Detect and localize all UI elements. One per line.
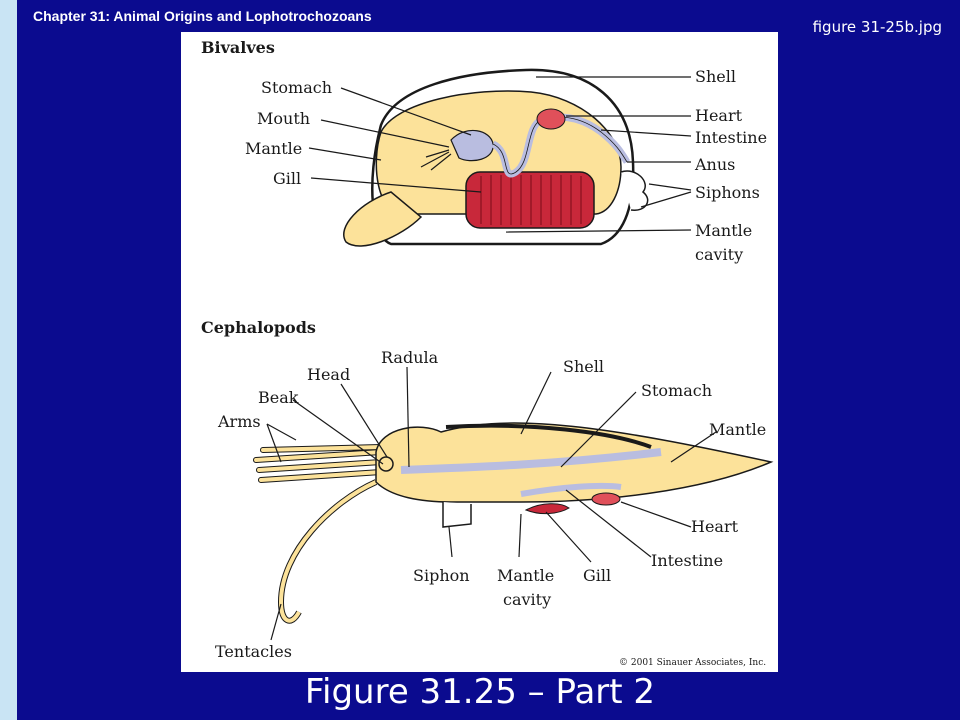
bivalve-label-mouth: Mouth — [257, 109, 310, 128]
file-name-label: figure 31-25b.jpg — [812, 18, 942, 36]
cephalopod-intestine — [520, 482, 622, 497]
bivalve-label-gill: Gill — [273, 169, 301, 188]
figure-panel: Bivalves Stomach Mouth Mantle Gill Shell… — [181, 32, 778, 672]
bivalve-gill-lamellae — [480, 175, 582, 225]
cephalopod-label-gill: Gill — [583, 566, 611, 585]
cephalopod-label-intestine: Intestine — [651, 551, 723, 570]
cephalopod-label-shell: Shell — [563, 357, 604, 376]
cephalopod-tentacle — [278, 480, 377, 623]
bivalve-illustration — [343, 68, 649, 247]
chapter-title: Chapter 31: Animal Origins and Lophotroc… — [33, 8, 372, 24]
cephalopod-shell — [445, 423, 652, 449]
cephalopod-label-arms: Arms — [217, 412, 261, 431]
bivalve-label-siphons: Siphons — [695, 183, 760, 202]
cephalopod-label-tentacles: Tentacles — [215, 642, 292, 661]
cephalopod-label-beak: Beak — [258, 388, 299, 407]
cephalopod-leader-lines — [266, 366, 717, 641]
bivalve-label-stomach: Stomach — [261, 78, 332, 97]
bivalve-label-mantle-cavity-line1: Mantle — [695, 221, 752, 240]
left-accent-strip — [0, 0, 17, 720]
cephalopod-label-mantle-cavity-line2: cavity — [503, 590, 551, 609]
bivalve-label-shell: Shell — [695, 67, 736, 86]
copyright-notice: © 2001 Sinauer Associates, Inc. — [619, 658, 766, 668]
bivalve-label-intestine: Intestine — [695, 128, 767, 147]
bivalve-leader-lines — [308, 76, 692, 233]
bivalve-siphons — [620, 170, 649, 211]
cephalopod-label-mantle: Mantle — [709, 420, 766, 439]
cephalopod-label-head: Head — [307, 365, 350, 384]
cephalopod-heart — [591, 492, 621, 506]
cephalopod-label-mantle-cavity-line1: Mantle — [497, 566, 554, 585]
bivalve-label-anus: Anus — [694, 155, 735, 174]
bivalve-foot — [343, 191, 423, 247]
bivalve-mouth-palps — [420, 149, 452, 171]
cephalopod-beak — [378, 456, 394, 472]
bivalves-heading: Bivalves — [201, 38, 275, 57]
cephalopod-label-heart: Heart — [691, 517, 739, 536]
cephalopod-illustration — [253, 422, 774, 624]
bivalve-heart — [536, 108, 566, 130]
mollusc-anatomy-diagram: Bivalves Stomach Mouth Mantle Gill Shell… — [201, 38, 774, 668]
figure-caption: Figure 31.25 – Part 2 — [304, 672, 656, 712]
bivalve-label-mantle: Mantle — [245, 139, 302, 158]
cephalopod-label-stomach: Stomach — [641, 381, 712, 400]
cephalopod-label-radula: Radula — [381, 348, 439, 367]
cephalopod-siphon — [442, 502, 472, 528]
bivalve-label-mantle-cavity-line2: cavity — [695, 245, 743, 264]
cephalopod-stomach — [400, 448, 662, 474]
cephalopod-gill — [524, 503, 570, 515]
bivalve-gill — [465, 171, 595, 229]
cephalopod-label-siphon: Siphon — [413, 566, 470, 585]
cephalopod-arms — [254, 445, 383, 482]
bivalve-label-heart: Heart — [695, 106, 743, 125]
cephalopods-heading: Cephalopods — [201, 318, 316, 337]
